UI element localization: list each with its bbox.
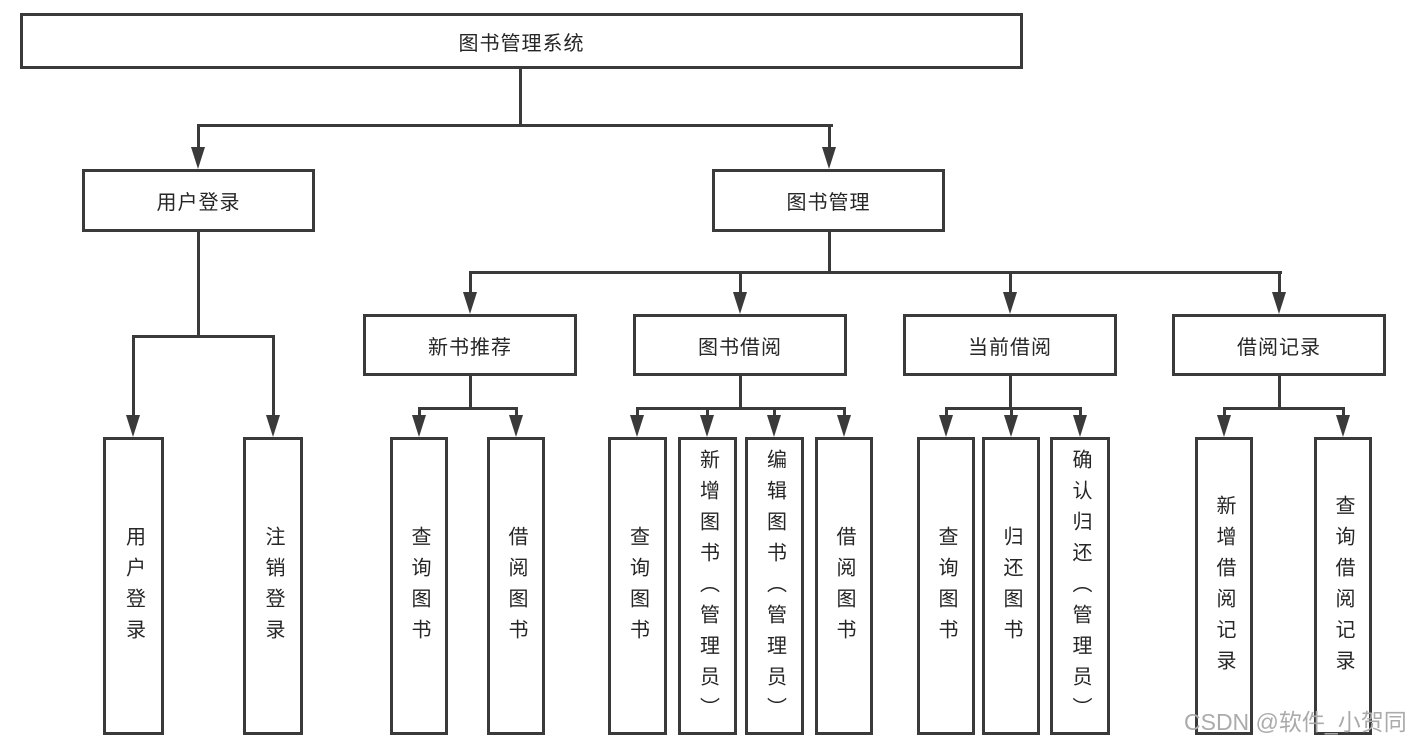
connector-line (945, 407, 948, 419)
connector-line (272, 335, 275, 417)
connector-line (1223, 407, 1226, 419)
connector-line (1342, 407, 1345, 419)
connector-line (773, 407, 776, 419)
arrow-down-icon (1004, 415, 1018, 437)
leaf-add-borrow-record: 新增借阅记录 (1195, 437, 1253, 735)
arrow-down-icon (412, 415, 426, 437)
connector-line (1278, 376, 1281, 409)
connector-line (519, 69, 522, 126)
connector-line (828, 232, 831, 273)
node-library-management-system: 图书管理系统 (20, 13, 1023, 69)
leaf-logout: 注销登录 (243, 437, 303, 735)
connector-line (469, 271, 472, 296)
arrow-down-icon (1336, 415, 1350, 437)
arrow-down-icon (700, 415, 714, 437)
arrow-down-icon (630, 415, 644, 437)
arrow-down-icon (191, 147, 205, 169)
leaf-confirm-return-admin: 确认归还（管理员） (1050, 437, 1110, 735)
node-borrowing-records: 借阅记录 (1172, 314, 1386, 376)
arrow-down-icon (837, 415, 851, 437)
connector-line (197, 124, 200, 152)
arrow-down-icon (1003, 292, 1017, 314)
connector-line (418, 407, 518, 410)
connector-line (636, 407, 846, 410)
arrow-down-icon (1073, 415, 1087, 437)
connector-line (132, 335, 275, 338)
leaf-query-books-current: 查询图书 (917, 437, 975, 735)
connector-line (197, 124, 833, 127)
arrow-down-icon (733, 292, 747, 314)
leaf-user-login: 用户登录 (103, 437, 164, 735)
connector-line (1223, 407, 1345, 410)
arrow-down-icon (126, 415, 140, 437)
csdn-watermark: CSDN @软件_小贺同学 (1184, 709, 1405, 735)
arrow-down-icon (1272, 292, 1286, 314)
connector-line (469, 271, 1282, 274)
leaf-borrow-books: 借阅图书 (815, 437, 873, 735)
arrow-down-icon (767, 415, 781, 437)
connector-line (1278, 271, 1281, 296)
connector-line (1079, 407, 1082, 419)
arrow-down-icon (822, 147, 836, 169)
arrow-down-icon (266, 415, 280, 437)
node-new-book-recommend: 新书推荐 (363, 314, 577, 376)
connector-line (739, 376, 742, 409)
leaf-query-books-borrowing: 查询图书 (608, 437, 667, 735)
connector-line (132, 335, 135, 417)
connector-line (1009, 271, 1012, 296)
connector-line (739, 271, 742, 296)
connector-line (469, 376, 472, 409)
leaf-return-books: 归还图书 (982, 437, 1040, 735)
node-user-login: 用户登录 (82, 169, 315, 232)
leaf-borrow-books-recommend: 借阅图书 (487, 437, 545, 735)
connector-line (418, 407, 421, 419)
node-current-borrowing: 当前借阅 (903, 314, 1117, 376)
node-book-borrowing: 图书借阅 (633, 314, 847, 376)
connector-line (1010, 407, 1013, 419)
arrow-down-icon (939, 415, 953, 437)
arrow-down-icon (463, 292, 477, 314)
connector-line (706, 407, 709, 419)
connector-line (636, 407, 639, 419)
leaf-query-books-recommend: 查询图书 (390, 437, 448, 735)
arrow-down-icon (1217, 415, 1231, 437)
connector-line (197, 232, 200, 335)
leaf-edit-books-admin: 编辑图书（管理员） (745, 437, 804, 735)
arrow-down-icon (509, 415, 523, 437)
leaf-add-books-admin: 新增图书（管理员） (678, 437, 737, 735)
connector-line (1009, 376, 1012, 409)
connector-line (945, 407, 1082, 410)
node-book-management: 图书管理 (712, 169, 945, 232)
leaf-query-borrow-record: 查询借阅记录 (1314, 437, 1372, 735)
connector-line (843, 407, 846, 419)
connector-line (515, 407, 518, 419)
connector-line (828, 124, 831, 152)
